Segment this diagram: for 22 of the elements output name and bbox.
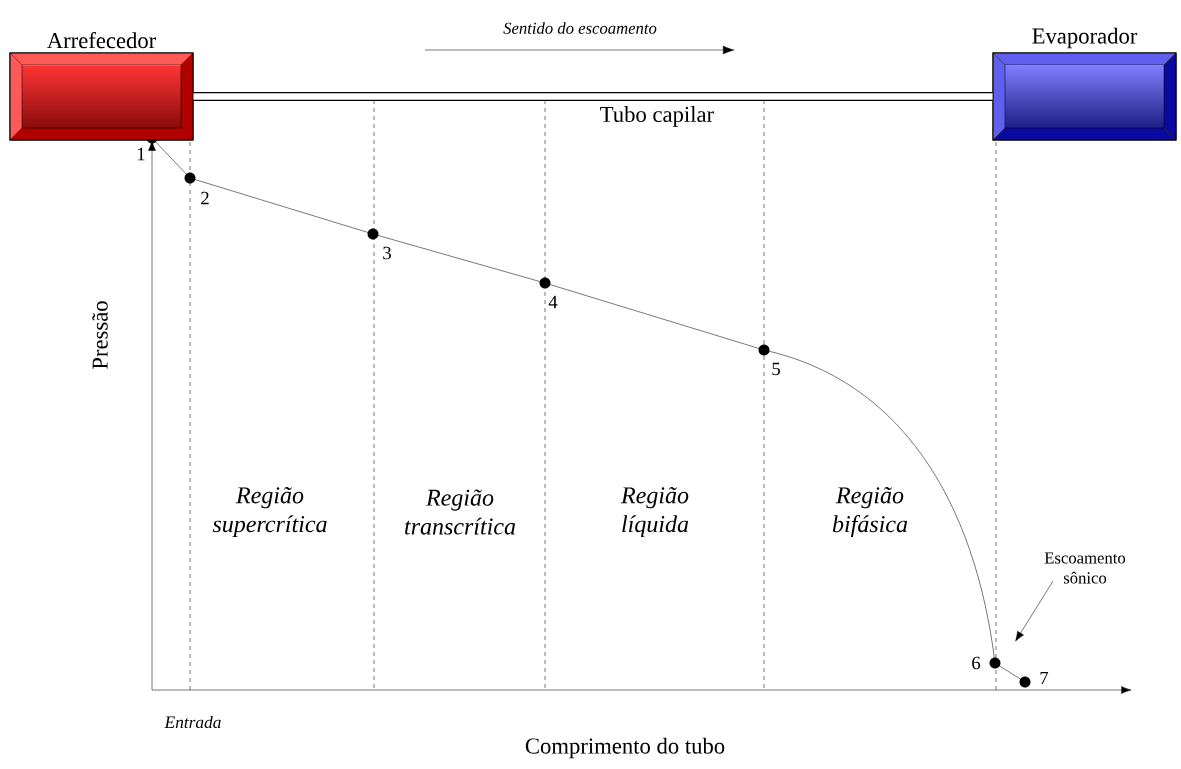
callout-text: Escoamento sônico bbox=[1044, 552, 1126, 584]
edge-label: Tubo capilar bbox=[600, 106, 714, 127]
point-number: 5 bbox=[772, 362, 780, 376]
direction-label: Sentido do escoamento bbox=[503, 22, 657, 34]
point-number: 4 bbox=[548, 295, 558, 309]
axis-note: Entrada bbox=[164, 715, 221, 729]
leader-arrow bbox=[1015, 580, 1054, 642]
region-label: Região líquida bbox=[620, 486, 689, 538]
region-label: Região bifásica bbox=[832, 486, 908, 538]
axis-label: Comprimento do tubo bbox=[525, 737, 725, 759]
point-number: 3 bbox=[383, 246, 391, 260]
point-number: 6 bbox=[972, 656, 981, 670]
node-label: Evaporador bbox=[1032, 27, 1138, 49]
evaporator-box: Evaporador bbox=[992, 27, 1177, 141]
region-label: Região supercrítica bbox=[212, 486, 327, 538]
point-number: 2 bbox=[201, 191, 209, 205]
cooler-box: Arrefecedor bbox=[9, 32, 194, 141]
node-label: Arrefecedor bbox=[47, 32, 157, 49]
capillary-tube bbox=[193, 92, 993, 101]
axis-label: Pressão bbox=[92, 301, 108, 369]
region-label: Região transcrítica bbox=[405, 489, 516, 535]
point-number: 7 bbox=[1040, 671, 1049, 685]
